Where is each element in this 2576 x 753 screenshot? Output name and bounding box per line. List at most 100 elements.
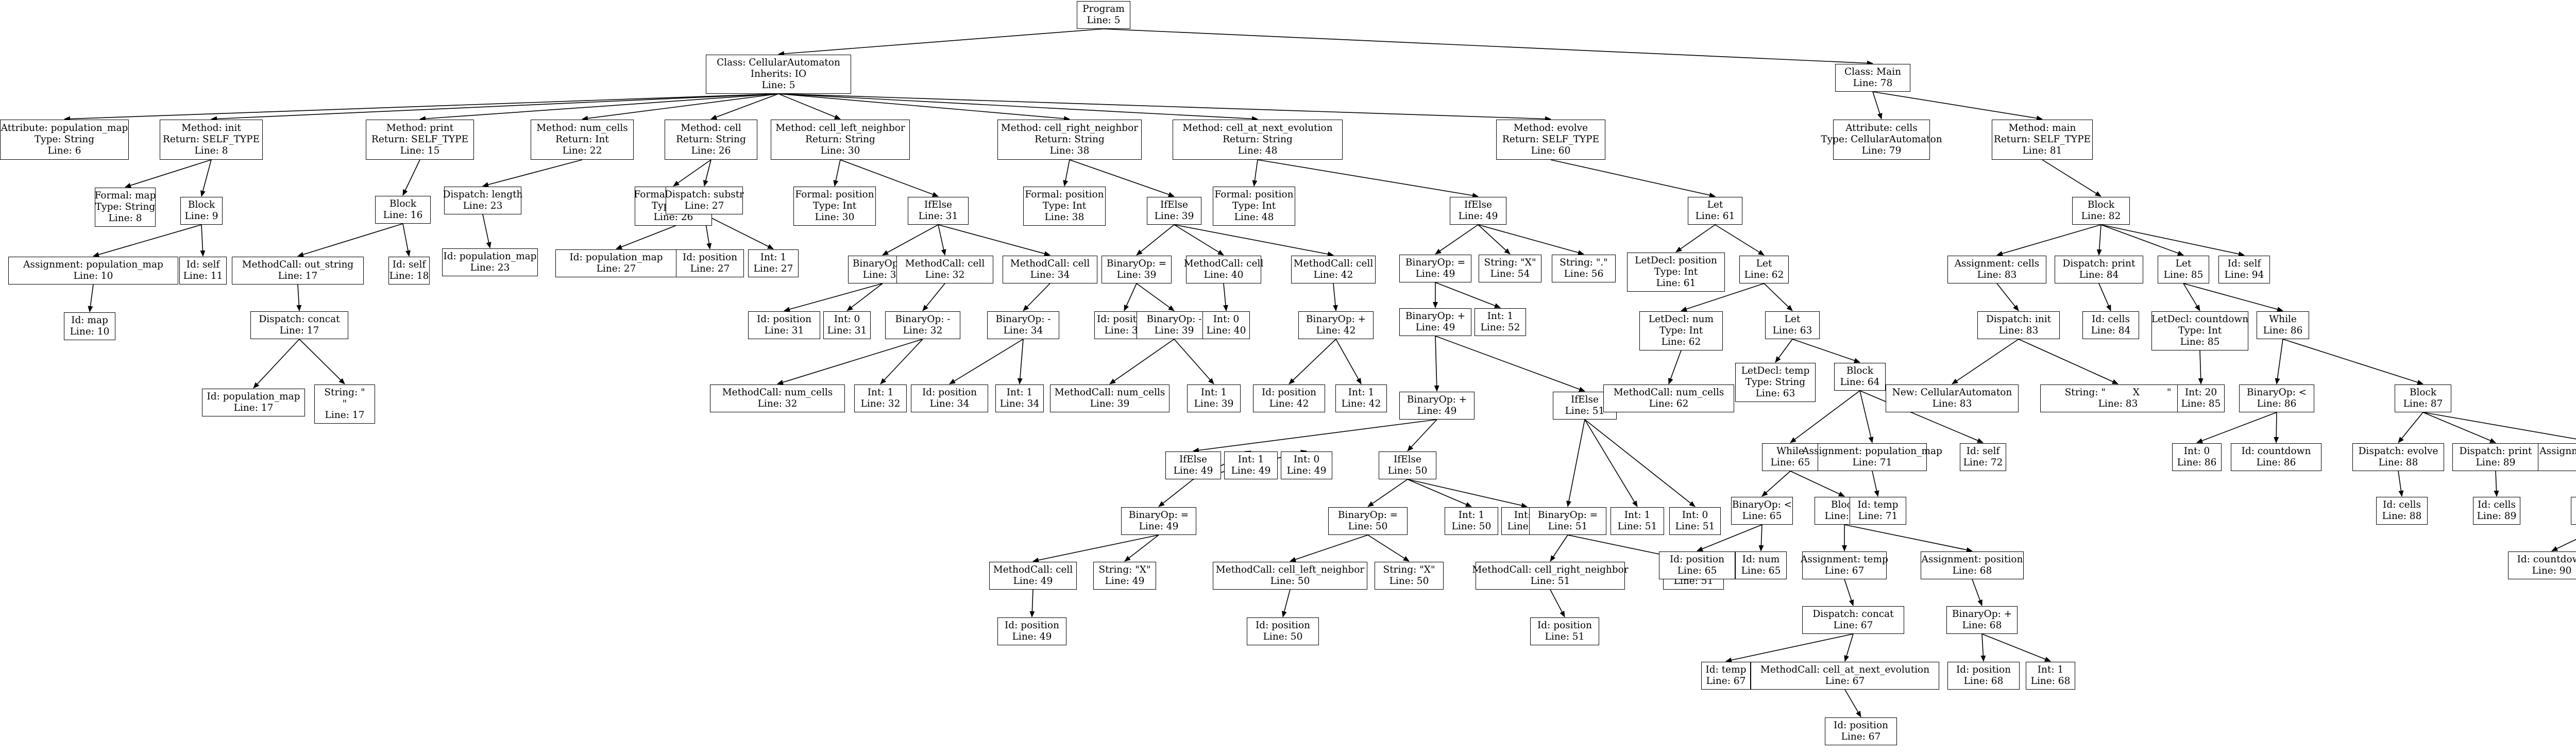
edge-n73-n79 — [1584, 419, 1696, 507]
edge-n57-n58 — [1434, 336, 1439, 392]
node-label-line: Line: 30 — [820, 145, 860, 156]
node-label-line: Line: 23 — [470, 262, 510, 273]
node-label-line: Line: 40 — [1204, 270, 1244, 280]
node-label-line: Line: 68 — [1963, 676, 2004, 687]
node-label-line: Assignment: countdown — [2539, 446, 2576, 457]
node-label-line: Line: 78 — [1853, 78, 1893, 89]
node-label-line: Int: 1 — [1458, 510, 1485, 521]
edge-n58-n66 — [1407, 419, 1437, 451]
node-label-line: Line: 54 — [1490, 269, 1530, 279]
node-label-line: Program — [1082, 4, 1125, 14]
node-label-line: Method: cell_left_neighbor — [775, 123, 905, 133]
node-label-line: Method: cell_at_next_evolution — [1182, 123, 1333, 133]
node-label-line: Id: self — [186, 259, 220, 270]
node-label-line: Return: String — [1223, 134, 1293, 145]
node-label-line: IfElse — [1393, 454, 1422, 465]
node-label-line: Let — [2175, 258, 2192, 269]
node-label-line: Line: 48 — [1234, 212, 1274, 223]
node-label-line: Line: 51 — [1545, 631, 1585, 642]
edge-n50-n51 — [1289, 339, 1336, 384]
node-label-line: Method: print — [386, 123, 454, 133]
node-label-line: Line: 49 — [1415, 322, 1455, 333]
node-label-line: Line: 31 — [827, 325, 867, 336]
edge-n86-n87 — [1681, 283, 1765, 312]
edge-n86-n89 — [1764, 283, 1793, 311]
edge-n6-n7 — [88, 284, 94, 312]
node-label-line: Line: 32 — [860, 398, 901, 409]
node-label-line: Line: 49 — [1013, 576, 1053, 587]
node-label-line: Formal: position — [795, 189, 874, 200]
node-label-line: MethodCall: num_cells — [722, 387, 833, 398]
edge-n39-n41 — [1069, 159, 1175, 197]
node-label-line: Method: cell — [681, 123, 741, 133]
edge-n96-n102 — [1844, 524, 1973, 553]
edge-n67-n70 — [1367, 534, 1410, 562]
edge-n109-n111 — [1872, 91, 2043, 121]
node-label-line: Id: position — [756, 314, 812, 325]
node-label-line: Line: 32 — [757, 398, 798, 409]
node-label-line: MethodCall: cell_left_neighbor — [1215, 564, 1365, 575]
node-label-line: Line: 39 — [1116, 270, 1157, 280]
edge-n91-n108 — [1859, 390, 1984, 443]
node-label-line: Line: 9 — [184, 211, 218, 222]
node-label-line: Line: 5 — [1087, 15, 1121, 26]
node-label-line: Line: 8 — [194, 145, 228, 156]
edge-n126-n127 — [2398, 412, 2424, 443]
node-label-line: Assignment: population_map — [1802, 446, 1942, 457]
node-label-line: Formal: map — [94, 190, 156, 201]
edge-n19-n21 — [703, 159, 711, 187]
node-label-line: BinaryOp: + — [1406, 394, 1467, 405]
edge-n93-n95 — [1758, 524, 1764, 551]
node-label-line: Line: 17 — [279, 325, 319, 336]
node-label-line: Line: 67 — [1824, 565, 1865, 576]
ast-node-n103-binaryop: BinaryOp: +Line: 68 — [1946, 606, 2018, 634]
node-label-line: MethodCall: cell — [1293, 258, 1374, 269]
node-label-line: Line: 67 — [1833, 620, 1873, 631]
node-label-line: Line: 63 — [1772, 325, 1812, 336]
edge-n1-n39 — [778, 93, 1070, 122]
edge-n123-n125 — [2274, 412, 2279, 443]
node-label-line: Dispatch: concat — [259, 314, 340, 325]
node-label-line: Type: String — [95, 202, 156, 212]
edge-n21-n24 — [704, 214, 774, 249]
ast-node-n74-binaryop: BinaryOp: =Line: 51 — [1529, 507, 1606, 535]
node-label-line: String: " — [324, 387, 365, 398]
edge-n11-n12 — [296, 284, 302, 311]
edge-n27-n31 — [938, 224, 946, 256]
edge-n114-n116 — [2018, 339, 2119, 384]
node-label-line: IfElse — [1570, 394, 1599, 405]
node-label-line: String: "." — [1560, 257, 1608, 268]
edge-n112-n135 — [2100, 224, 2245, 257]
node-label-line: Line: 72 — [1963, 457, 2003, 468]
node-label-line: Id: position — [1833, 720, 1889, 731]
edge-n66-n71 — [1407, 479, 1472, 507]
node-label-line: Line: 49 — [1012, 631, 1052, 642]
node-label-line: Line: 39 — [1154, 211, 1194, 222]
edge-n89-n90 — [1775, 339, 1793, 363]
edge-n12-n13 — [253, 339, 300, 389]
node-label-line: Dispatch: concat — [1812, 609, 1894, 620]
edge-n113-n114 — [1996, 283, 2019, 311]
node-label-line: Type: Int — [1659, 325, 1703, 336]
node-label-line: Method: init — [181, 123, 241, 133]
node-label-line: Line: 67 — [1825, 676, 1865, 687]
